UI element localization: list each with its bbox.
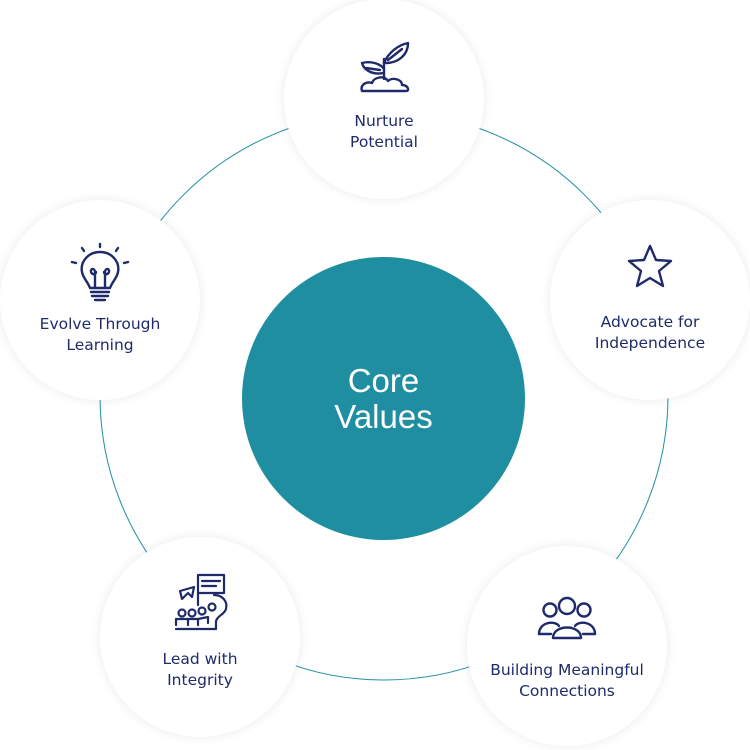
lightbulb-icon xyxy=(68,242,132,306)
value-label: Advocate for Independence xyxy=(594,313,706,352)
group-icon xyxy=(535,588,599,652)
center-circle: Core Values xyxy=(242,257,525,540)
center-title: Core Values xyxy=(334,361,433,435)
value-label: Building Meaningful Connections xyxy=(490,661,644,700)
value-node-building-meaningful-connections: Building Meaningful Connections xyxy=(467,546,667,746)
value-node-evolve-through-learning: Evolve Through Learning xyxy=(0,200,200,400)
value-node-nurture-potential: Nurture Potential xyxy=(284,0,484,199)
value-node-advocate-for-independence: Advocate for Independence xyxy=(550,200,750,400)
sprout-icon xyxy=(352,33,416,97)
value-label: Lead with Integrity xyxy=(162,650,238,689)
value-node-lead-with-integrity: Lead with Integrity xyxy=(100,537,300,737)
raised-hand-flag-icon xyxy=(168,571,232,635)
value-label: Nurture Potential xyxy=(350,112,418,151)
star-icon xyxy=(618,234,682,298)
value-label: Evolve Through Learning xyxy=(39,315,161,354)
